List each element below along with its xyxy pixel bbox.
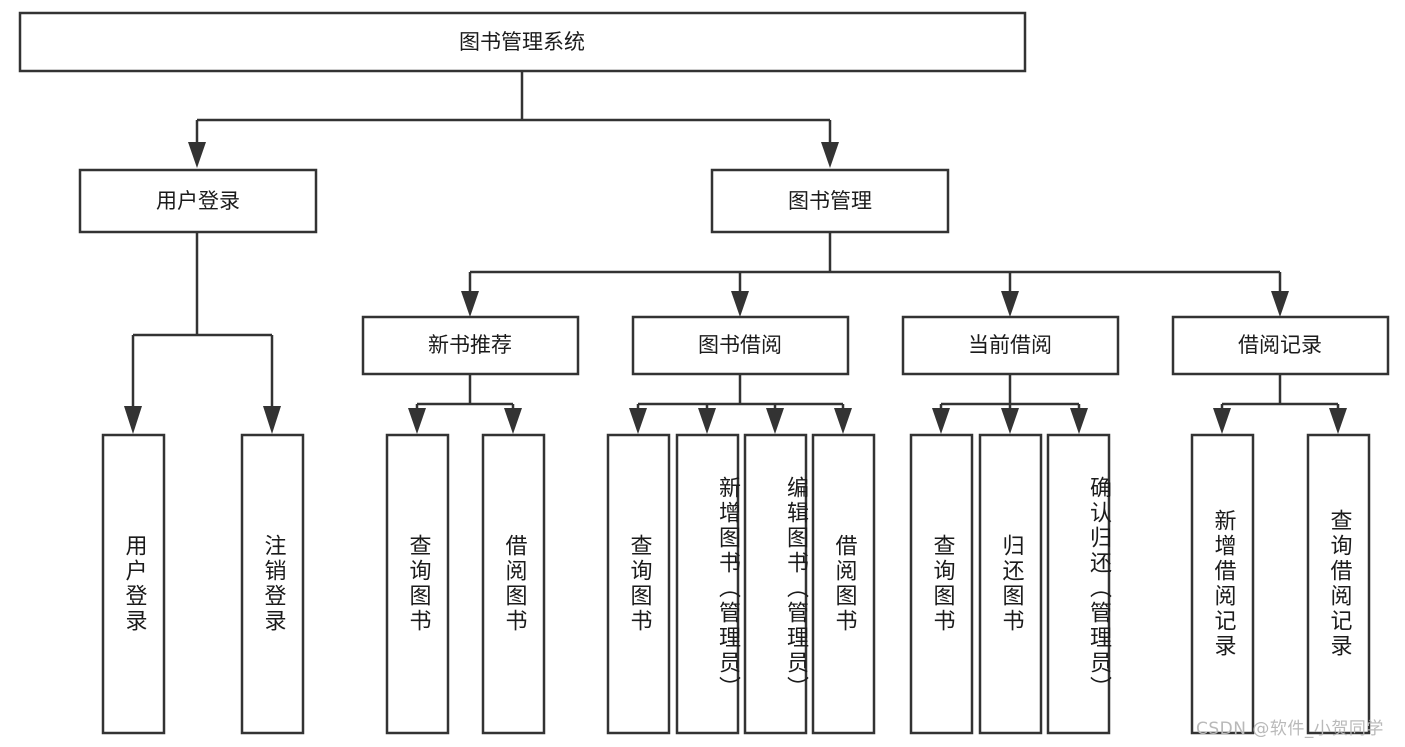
leaf-box-query-record[interactable] xyxy=(1306,433,1371,735)
connector-group-book-management-to-level3 xyxy=(461,232,1289,317)
node-current-borrow-box[interactable] xyxy=(901,315,1120,376)
node-user-login[interactable]: 用户登录 xyxy=(78,168,318,234)
arrow-head-leaf-query-book-1 xyxy=(408,408,426,434)
arrow-head-leaf-add-book xyxy=(698,408,716,434)
leaf-box-borrow-book-2[interactable] xyxy=(811,433,876,735)
arrow-head-leaf-user-login xyxy=(124,406,142,434)
leaf-box-query-book-1[interactable] xyxy=(385,433,450,735)
arrow-head-leaf-query-book-2 xyxy=(629,408,647,434)
arrow-head-leaf-return-book xyxy=(1001,408,1019,434)
node-borrow-record-label: 借阅记录 xyxy=(1238,333,1322,357)
connector-group-borrow-record-to-leaves xyxy=(1213,374,1347,434)
node-book-management-box[interactable] xyxy=(710,168,950,234)
leaf-box-confirm-return[interactable] xyxy=(1046,433,1111,735)
arrow-head-leaf-edit-book xyxy=(766,408,784,434)
node-current-borrow[interactable]: 当前借阅 xyxy=(901,315,1120,376)
arrow-head-leaf-add-record xyxy=(1213,408,1231,434)
node-new-book-recommend-label: 新书推荐 xyxy=(428,333,512,357)
arrow-head-current-borrow xyxy=(1001,291,1019,317)
node-user-login-box[interactable] xyxy=(78,168,318,234)
leaf-box-add-record[interactable] xyxy=(1190,433,1255,735)
arrow-head-new-book-recommend xyxy=(461,291,479,317)
watermark-text: CSDN @软件_小贺同学 xyxy=(1196,719,1384,739)
arrow-head-leaf-logout-login xyxy=(263,406,281,434)
node-book-borrow[interactable]: 图书借阅 xyxy=(631,315,850,376)
connector-group-user-login-to-leaves xyxy=(124,232,281,434)
connector-group-current-borrow-to-leaves xyxy=(932,374,1088,434)
arrow-head-leaf-query-record xyxy=(1329,408,1347,434)
arrow-head-book-management xyxy=(821,142,839,168)
leaf-box-return-book[interactable] xyxy=(978,433,1043,735)
node-book-management-label: 图书管理 xyxy=(788,189,872,213)
node-new-book-recommend[interactable]: 新书推荐 xyxy=(361,315,580,376)
leaf-box-add-book[interactable] xyxy=(675,433,740,735)
leaf-box-user-login[interactable] xyxy=(101,433,166,735)
leaf-box-edit-book[interactable] xyxy=(743,433,808,735)
arrow-head-leaf-borrow-book-2 xyxy=(834,408,852,434)
node-borrow-record[interactable]: 借阅记录 xyxy=(1171,315,1390,376)
arrow-head-leaf-confirm-return xyxy=(1070,408,1088,434)
connector-group-book-borrow-to-leaves xyxy=(629,374,852,434)
node-root-label: 图书管理系统 xyxy=(459,30,585,54)
node-root-box[interactable] xyxy=(18,11,1027,73)
node-book-borrow-label: 图书借阅 xyxy=(698,333,782,357)
node-current-borrow-label: 当前借阅 xyxy=(968,333,1052,357)
leaf-box-borrow-book-1[interactable] xyxy=(481,433,546,735)
node-book-management[interactable]: 图书管理 xyxy=(710,168,950,234)
node-book-borrow-box[interactable] xyxy=(631,315,850,376)
node-user-login-label: 用户登录 xyxy=(156,189,240,213)
connector-group-root-to-level2 xyxy=(188,71,839,168)
node-borrow-record-box[interactable] xyxy=(1171,315,1390,376)
leaf-box-logout-login[interactable] xyxy=(240,433,305,735)
node-new-book-recommend-box[interactable] xyxy=(361,315,580,376)
node-root[interactable]: 图书管理系统 xyxy=(18,11,1027,73)
arrow-head-borrow-record xyxy=(1271,291,1289,317)
arrow-head-book-borrow xyxy=(731,291,749,317)
arrow-head-user-login xyxy=(188,142,206,168)
leaf-box-query-book-2[interactable] xyxy=(606,433,671,735)
leaf-box-query-book-3[interactable] xyxy=(909,433,974,735)
connector-group-new-book-recommend-to-leaves xyxy=(408,374,522,434)
arrow-head-leaf-borrow-book-1 xyxy=(504,408,522,434)
arrow-head-leaf-query-book-3 xyxy=(932,408,950,434)
